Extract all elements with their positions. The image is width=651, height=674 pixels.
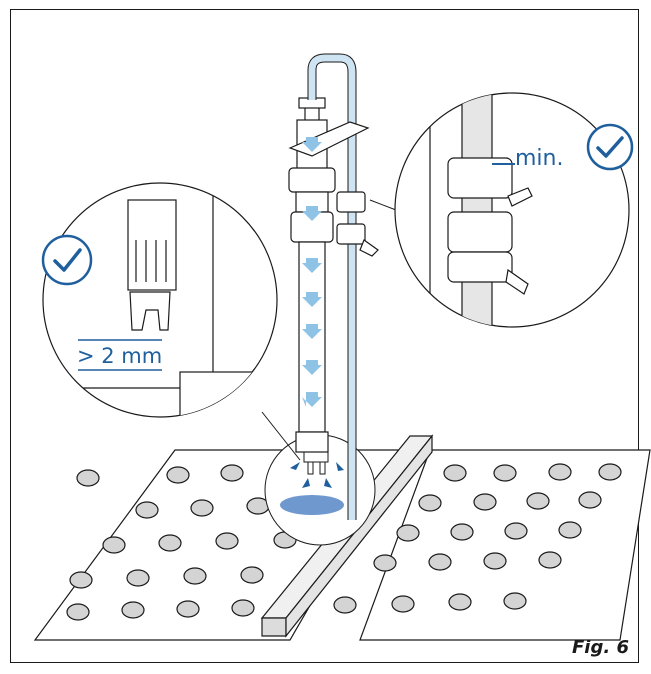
- min-detail-circle: [369, 92, 630, 328]
- gap-label: > 2 mm: [77, 344, 163, 368]
- figure-caption: Fig. 6: [572, 637, 629, 658]
- gap-detail-circle: [42, 182, 301, 461]
- grate-holes: [66, 461, 622, 621]
- feed-tube: [307, 53, 357, 520]
- min-label: min.: [515, 146, 564, 171]
- flow-arrows: [302, 137, 322, 407]
- outflow-arrows: [290, 462, 344, 488]
- checkmark-circle-icon: [41, 234, 93, 286]
- checkmark-circle-icon: [586, 123, 634, 171]
